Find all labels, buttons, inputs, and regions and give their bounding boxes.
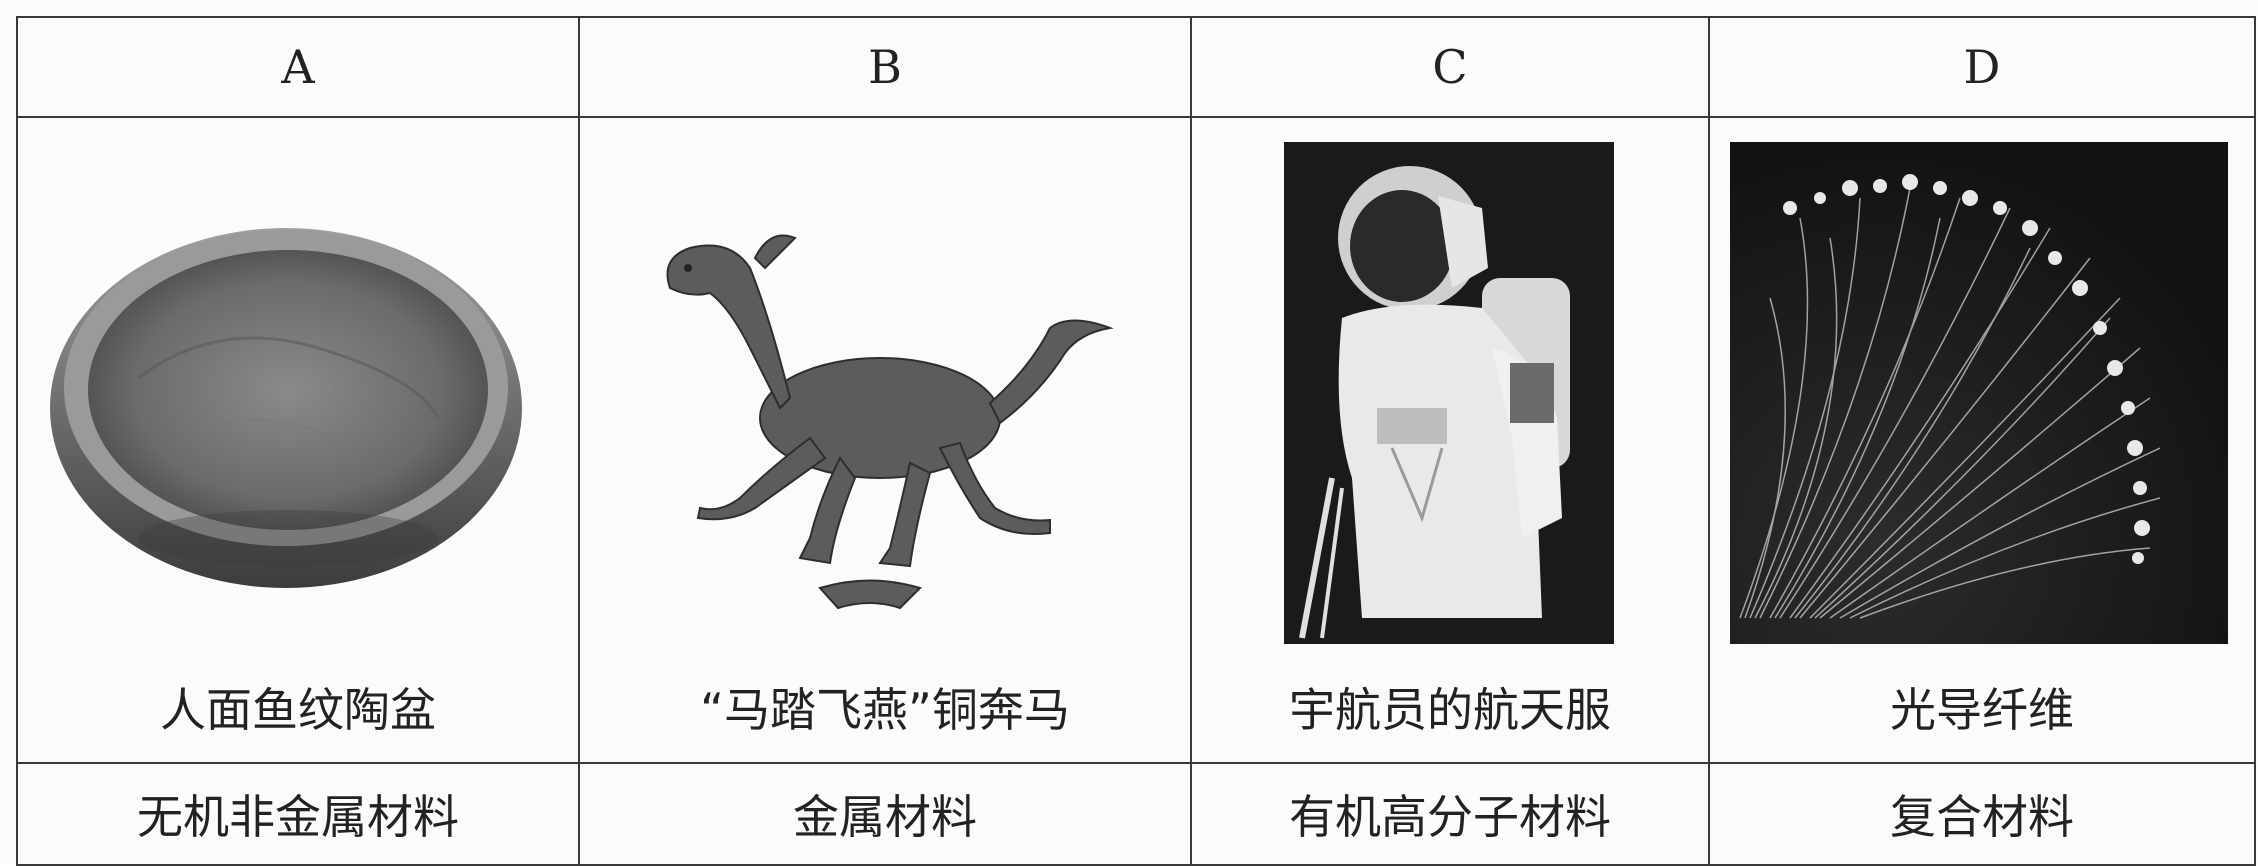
image-cell-b bbox=[578, 116, 1192, 652]
item-name-d: 光导纤维 bbox=[1708, 652, 2256, 764]
image-cell-d bbox=[1708, 116, 2256, 652]
column-letter-d: D bbox=[1708, 16, 2256, 118]
pottery-basin-image bbox=[50, 228, 522, 588]
item-name-b: “马踏飞燕”铜奔马 bbox=[578, 652, 1192, 764]
column-letter-a: A bbox=[16, 16, 580, 118]
column-letter-b: B bbox=[578, 16, 1192, 118]
image-cell-c bbox=[1190, 116, 1710, 652]
bronze-horse-image bbox=[666, 234, 1114, 610]
item-name-a: 人面鱼纹陶盆 bbox=[16, 652, 580, 764]
material-b: 金属材料 bbox=[578, 762, 1192, 866]
material-d: 复合材料 bbox=[1708, 762, 2256, 866]
material-a: 无机非金属材料 bbox=[16, 762, 580, 866]
material-c: 有机高分子材料 bbox=[1190, 762, 1710, 866]
image-row bbox=[16, 116, 2256, 652]
astronaut-spacesuit-image bbox=[1284, 142, 1614, 644]
image-cell-a bbox=[16, 116, 580, 652]
item-name-c: 宇航员的航天服 bbox=[1190, 652, 1710, 764]
materials-table: A B C D bbox=[16, 16, 2256, 866]
column-letter-c: C bbox=[1190, 16, 1710, 118]
optical-fiber-image bbox=[1730, 142, 2228, 644]
header-row: A B C D bbox=[16, 16, 2256, 118]
material-row: 无机非金属材料 金属材料 有机高分子材料 复合材料 bbox=[16, 762, 2256, 866]
item-name-row: 人面鱼纹陶盆 “马踏飞燕”铜奔马 宇航员的航天服 光导纤维 bbox=[16, 652, 2256, 764]
